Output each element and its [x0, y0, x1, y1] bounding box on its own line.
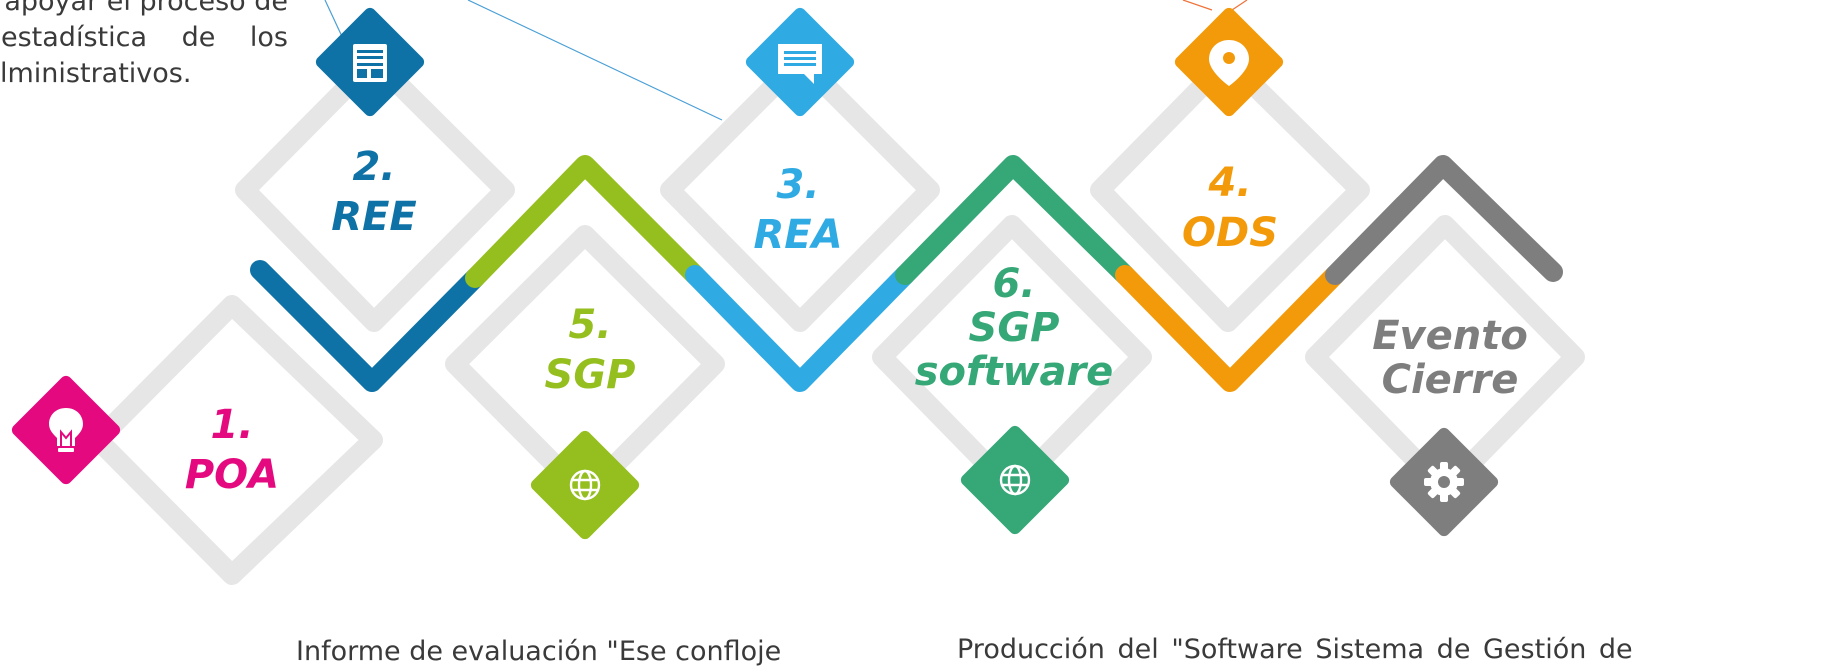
- step-name: ODS: [1181, 210, 1278, 256]
- step-label-cierre: Evento Cierre: [1320, 314, 1580, 402]
- icon-diamond-ree[interactable]: [313, 5, 426, 118]
- lightbulb-icon: [49, 408, 83, 452]
- icon-diamond-poa[interactable]: [9, 373, 122, 486]
- paragraph-line: lministrativos.: [0, 58, 192, 89]
- paragraph-line: Producción del "Software Sistema de Gest…: [957, 634, 1633, 665]
- document-icon: [353, 44, 387, 82]
- icon-diamond-sgp[interactable]: [528, 428, 641, 541]
- frame-diamond-ree: [235, 50, 515, 332]
- step-label-sgp: 5. SGP: [460, 300, 720, 400]
- connector-line-ods-right: [1231, 0, 1248, 11]
- zigzag-segment-ods: [1115, 265, 1345, 392]
- gear-icon: [1424, 462, 1464, 502]
- zigzag-segment-cierre: [1325, 155, 1563, 285]
- connector-line-ods-left: [1182, 0, 1213, 11]
- paragraph-line: Informe de evaluación "Ese confloje: [296, 636, 782, 667]
- step-name: SGP: [544, 352, 636, 398]
- step-number: 2.: [352, 144, 396, 190]
- step-name: REE: [331, 194, 417, 240]
- step-name-line1: SGP: [968, 305, 1060, 351]
- step-name: POA: [184, 452, 280, 498]
- zigzag-segment-rea: [685, 265, 915, 392]
- step-name-line2: Cierre: [1381, 357, 1519, 403]
- step-label-rea: 3. REA: [668, 160, 928, 260]
- zigzag-segment-sgp-software: [895, 155, 1135, 285]
- step-number: 4.: [1208, 160, 1252, 206]
- map-pin-icon: [1209, 40, 1249, 86]
- connector-line-rea: [467, 0, 723, 121]
- globe-icon: [569, 469, 601, 501]
- icon-diamond-ods[interactable]: [1172, 5, 1285, 118]
- message-icon: [778, 44, 822, 84]
- zigzag-segment-sgp: [465, 155, 705, 288]
- globe-icon: [999, 464, 1031, 496]
- icon-diamond-sgp-software[interactable]: [958, 423, 1071, 536]
- step-number: 1.: [210, 402, 254, 448]
- bottom-right-paragraph: Producción del "Software Sistema de Gest…: [957, 632, 1633, 668]
- frame-diamond-ods: [1090, 50, 1370, 332]
- step-number: 6.: [992, 261, 1036, 307]
- paragraph-line: apoyar el proceso de: [4, 0, 288, 17]
- icon-diamond-rea[interactable]: [743, 5, 856, 118]
- step-label-sgp-software: 6. SGP software: [884, 262, 1144, 394]
- step-number: 3.: [776, 162, 820, 208]
- paragraph-line: estadística de los: [1, 22, 288, 53]
- frame-diamond-poa: [88, 295, 383, 585]
- step-name-line1: Evento: [1372, 313, 1528, 359]
- frame-diamond-rea: [660, 50, 940, 332]
- zigzag-path: [250, 155, 1563, 392]
- top-left-paragraph: apoyar el proceso de estadística de los …: [0, 0, 288, 92]
- step-name-line2: software: [914, 349, 1114, 395]
- step-label-poa: 1. POA: [102, 400, 362, 500]
- step-name: REA: [753, 212, 843, 258]
- step-number: 5.: [568, 302, 612, 348]
- step-label-ree: 2. REE: [244, 142, 504, 242]
- bottom-middle-paragraph: Informe de evaluación "Ese confloje: [296, 634, 781, 670]
- step-label-ods: 4. ODS: [1100, 158, 1360, 258]
- icon-diamond-cierre[interactable]: [1387, 425, 1500, 538]
- zigzag-segment-ree: [250, 260, 485, 392]
